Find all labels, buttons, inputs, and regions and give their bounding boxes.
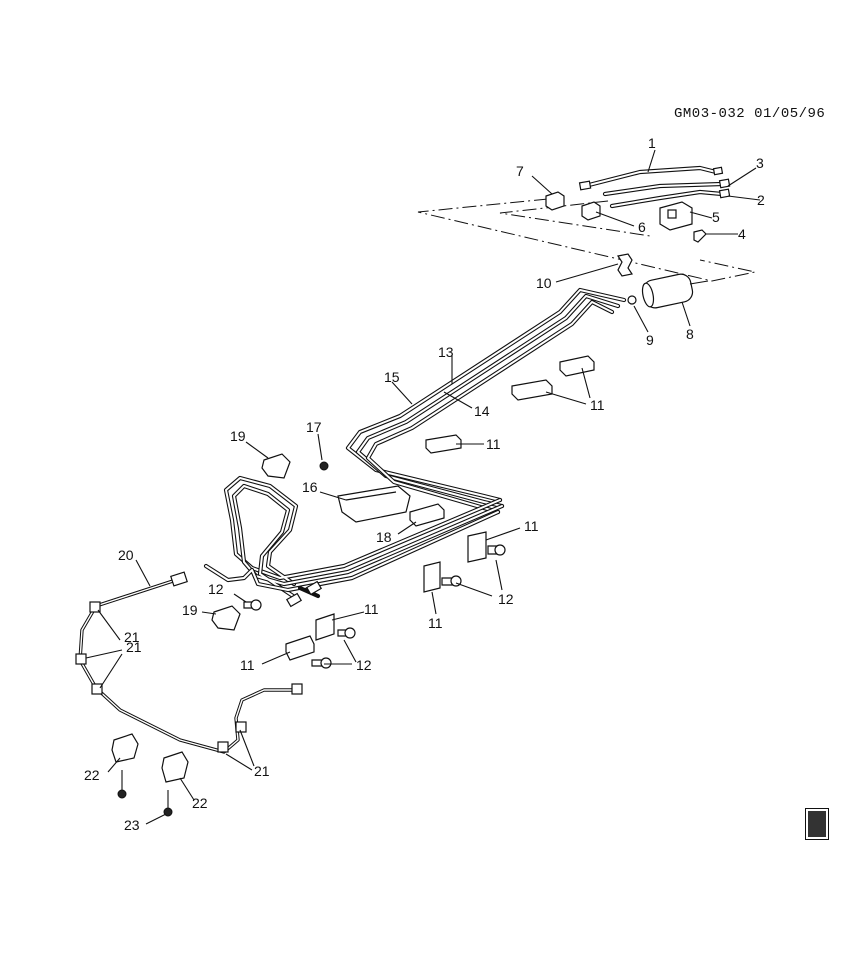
callout-numbers: 1 2 3 4 5 6 7 8 9 10 11 11 11 11 11 11 1… <box>84 135 765 833</box>
callout-11-a: 11 <box>590 397 605 413</box>
callout-20: 20 <box>118 547 134 563</box>
gm-spo-logo <box>805 808 829 840</box>
brake-cable <box>75 571 303 754</box>
callout-11-f: 11 <box>240 657 255 673</box>
rear-clips-and-bracket <box>545 191 707 243</box>
rear-fuel-lines <box>578 165 731 209</box>
callout-1: 1 <box>648 135 656 151</box>
gm-spo-logo-mark <box>808 811 826 837</box>
callout-leaders <box>85 149 761 825</box>
callout-12-b: 12 <box>208 581 224 597</box>
callout-9: 9 <box>646 332 654 348</box>
callout-22-b: 22 <box>192 795 208 811</box>
callout-17: 17 <box>306 419 322 435</box>
callout-11-c: 11 <box>524 518 539 534</box>
callout-11-e: 11 <box>364 601 379 617</box>
bolts <box>243 461 506 669</box>
callout-19-b: 19 <box>182 602 198 618</box>
callout-6: 6 <box>638 219 646 235</box>
reference-lines <box>417 198 756 282</box>
callout-2: 2 <box>757 192 765 208</box>
callout-5: 5 <box>712 209 720 225</box>
callout-21-b: 21 <box>126 639 142 655</box>
callout-12-a: 12 <box>498 591 514 607</box>
callout-12-c: 12 <box>356 657 372 673</box>
diagram-reference-code: GM03-032 01/05/96 <box>674 106 826 122</box>
callout-13: 13 <box>438 344 454 360</box>
callout-3: 3 <box>756 155 764 171</box>
callout-16: 16 <box>302 479 318 495</box>
callout-23: 23 <box>124 817 140 833</box>
cable-brackets <box>111 733 189 817</box>
callout-18: 18 <box>376 529 392 545</box>
line-clips <box>285 355 595 661</box>
callout-21-a: 21 <box>124 629 140 645</box>
callout-14: 14 <box>474 403 490 419</box>
callout-11-d: 11 <box>428 615 443 631</box>
fuel-filter-assembly <box>617 253 709 309</box>
callout-11-b: 11 <box>486 436 501 452</box>
callout-8: 8 <box>686 326 694 342</box>
callout-19-a: 19 <box>230 428 246 444</box>
callout-10: 10 <box>536 275 552 291</box>
callout-22-a: 22 <box>84 767 100 783</box>
shield-and-brackets <box>211 453 411 631</box>
callout-4: 4 <box>738 226 746 242</box>
callout-15: 15 <box>384 369 400 385</box>
callout-21-c: 21 <box>254 763 270 779</box>
main-fuel-lines <box>203 287 627 608</box>
callout-7: 7 <box>516 163 524 179</box>
